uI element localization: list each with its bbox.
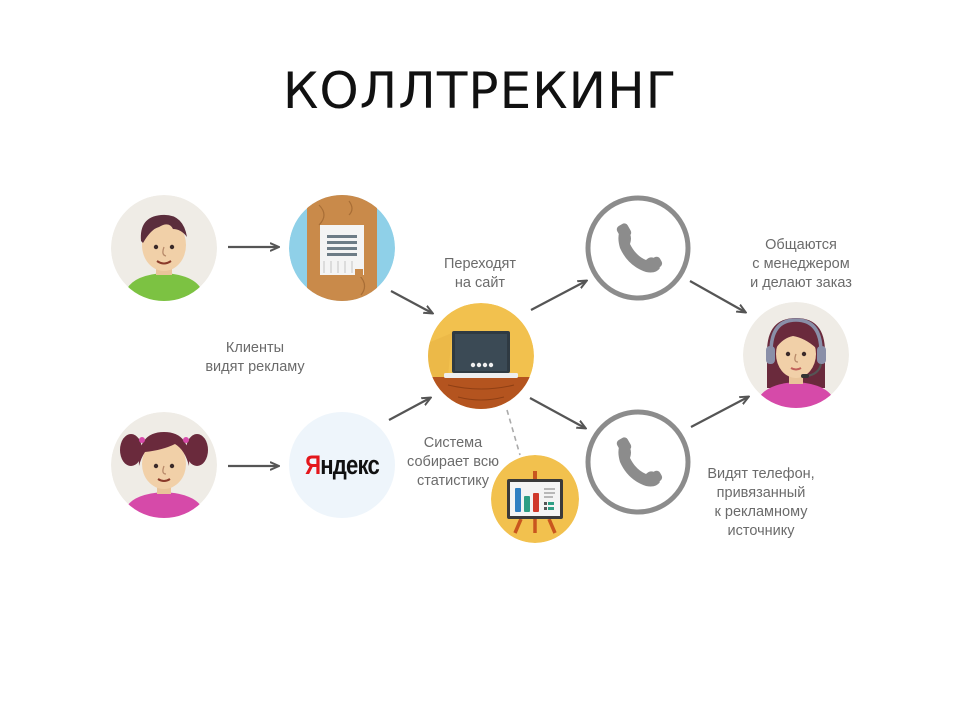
label-line: Общаются [765,237,837,253]
label-line: собирает всю [407,454,499,470]
yandex-logo-icon: Яндекс [305,449,380,481]
label-line: Переходят [443,256,517,272]
arrow-yandex-to-site [388,398,430,421]
label-line: привязанный [716,485,806,501]
phone-icon [585,195,691,301]
yandex-logo-rest: ндекс [320,449,380,480]
laptop-icon [428,303,534,409]
label-talk-to-manager: Общаются с менеджером и делают заказ [726,236,876,293]
label-line: и делают заказ [750,275,852,291]
phone-icon [585,409,691,515]
label-system-collects: Система собирает всю статистику [383,434,523,491]
arrow-site-to-phone-top [530,281,586,311]
phone-bottom-node [584,408,692,516]
client-male-node [111,195,217,301]
label-see-phone: Видят телефон, привязанный к рекламному … [686,465,836,541]
arrow-billboard-to-site [390,290,432,313]
statistics-node [491,455,579,543]
label-line: к рекламному [714,504,808,520]
label-line: статистику [417,473,489,489]
yandex-logo-first-letter: Я [305,449,321,480]
label-line: видят рекламу [205,359,305,375]
label-line: с менеджером [752,256,850,272]
man-avatar-icon [111,195,217,301]
label-line: источнику [727,523,795,539]
operator-headset-icon [743,302,849,408]
operator-node [743,302,849,408]
client-female-node [111,412,217,518]
page-title: КОЛЛТРЕКИНГ [282,62,678,120]
arrow-phone-top-to-operator [689,280,745,312]
billboard-node [289,195,395,301]
label-line: Система [423,435,483,451]
phone-top-node [584,194,692,302]
label-line: Клиенты [225,340,285,356]
presentation-chart-icon [491,455,579,543]
dashed-connector [506,409,521,456]
label-go-to-site: Переходят на сайт [410,255,550,293]
arrow-site-to-phone-bottom [529,397,585,428]
website-node [428,303,534,409]
yandex-node: Яндекс [289,412,395,518]
label-clients-see-ads: Клиенты видят рекламу [185,339,325,377]
woman-avatar-icon [111,412,217,518]
label-line: на сайт [454,275,506,291]
billboard-ad-icon [289,195,395,301]
label-line: Видят телефон, [707,466,815,482]
arrow-phone-bottom-to-operator [690,397,748,428]
